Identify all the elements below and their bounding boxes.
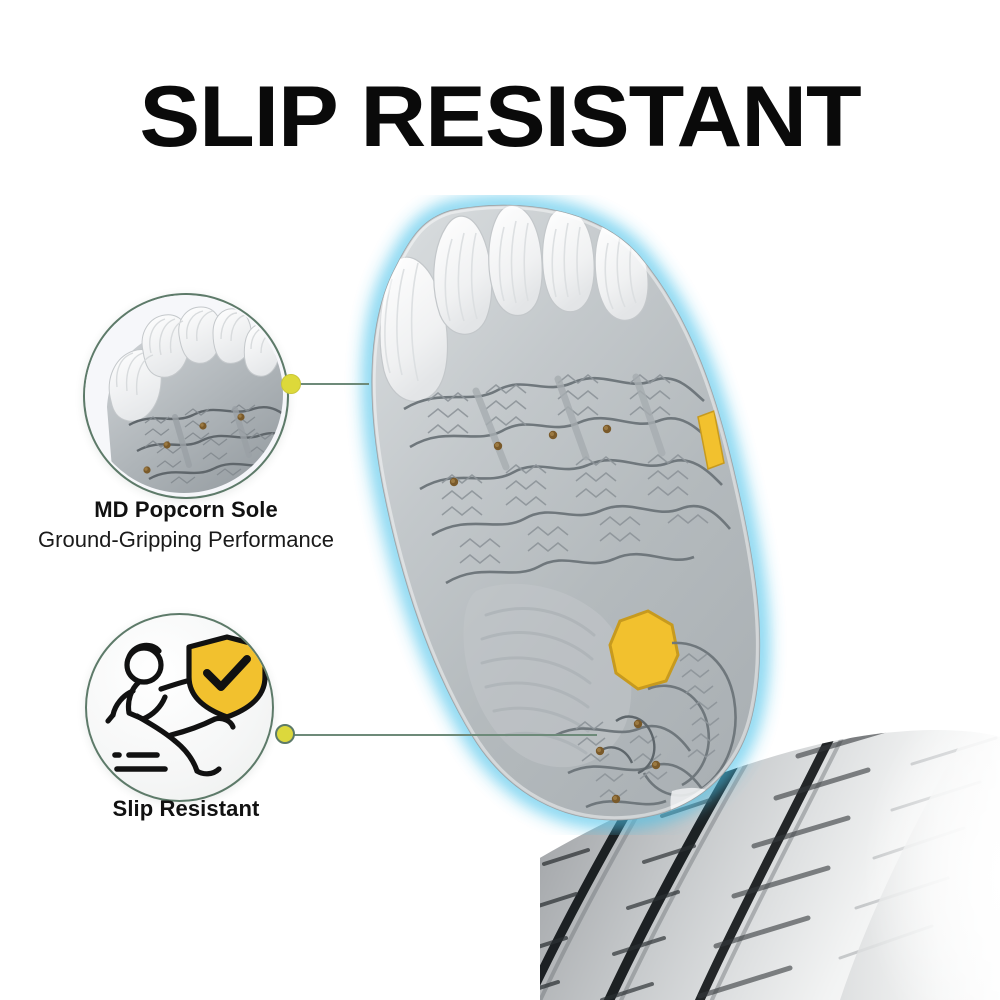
callout-label-slip-resistant: Slip Resistant (0, 795, 372, 823)
callout-circle-slip-resistant[interactable] (85, 613, 274, 802)
shoe-outsole-image (300, 195, 880, 835)
connector-line-top (297, 383, 369, 385)
connector-line-bottom (292, 734, 597, 736)
page-title: SLIP RESISTANT (139, 69, 861, 165)
callout-label-md-popcorn-sole: MD Popcorn Sole Ground-Gripping Performa… (0, 496, 372, 554)
callout-title-md-popcorn-sole: MD Popcorn Sole (94, 497, 278, 522)
callout-title-slip-resistant: Slip Resistant (112, 796, 260, 821)
connector-dot-bottom[interactable] (275, 724, 295, 744)
connector-dot-top[interactable] (281, 374, 301, 394)
person-slipping-with-shield-icon (105, 634, 268, 777)
callout-circle-md-popcorn-sole[interactable] (83, 293, 289, 499)
callout-subtitle-md-popcorn-sole: Ground-Gripping Performance (38, 526, 334, 552)
